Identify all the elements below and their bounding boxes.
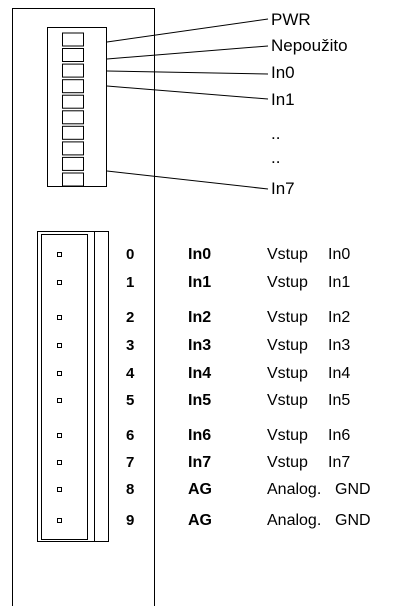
signal-description-suffix: In0 (328, 246, 350, 263)
pin-row: 0 In0 Vstup In0 (126, 246, 350, 263)
pin-row: 3 In3 Vstup In3 (126, 337, 350, 354)
signal-description: Vstup (267, 427, 308, 444)
signal-description-suffix: In1 (328, 274, 350, 291)
led-housing (47, 27, 107, 187)
signal-description-suffix: In2 (328, 309, 350, 326)
signal-name: In1 (188, 274, 211, 291)
pin-hole (57, 343, 62, 348)
led-indicator (62, 79, 84, 94)
pin-hole (57, 371, 62, 376)
signal-name: AG (188, 481, 212, 498)
signal-description: Analog. (267, 512, 321, 529)
signal-name: In3 (188, 337, 211, 354)
pin-row: 5 In5 Vstup In5 (126, 392, 350, 409)
pin-hole (57, 518, 62, 523)
signal-description-suffix: In5 (328, 392, 350, 409)
signal-description: Vstup (267, 274, 308, 291)
signal-description: Vstup (267, 392, 308, 409)
led-label-dots-1: .. (271, 124, 280, 143)
led-block (47, 27, 107, 187)
pin-number: 0 (126, 246, 134, 263)
pin-number: 1 (126, 274, 134, 291)
signal-description: Vstup (267, 246, 308, 263)
signal-description-suffix: GND (335, 481, 371, 498)
module-body (12, 8, 155, 606)
signal-name: In5 (188, 392, 211, 409)
pin-number: 5 (126, 392, 134, 409)
signal-description-suffix: GND (335, 512, 371, 529)
pin-hole (57, 433, 62, 438)
signal-description-suffix: In6 (328, 427, 350, 444)
leader-line-unused (106, 45, 269, 60)
pin-number: 3 (126, 337, 134, 354)
led-indicator (62, 63, 84, 78)
pin-row: 7 In7 Vstup In7 (126, 454, 350, 471)
pin-hole-group (57, 252, 62, 523)
signal-description-suffix: In3 (328, 337, 350, 354)
led-indicator (62, 48, 84, 62)
signal-name: In4 (188, 365, 211, 382)
led-indicator (62, 94, 84, 109)
signal-description: Vstup (267, 454, 308, 471)
signal-description-suffix: In7 (328, 454, 350, 471)
leader-line-in7 (106, 170, 269, 190)
led-label-unused: Nepoužito (271, 36, 348, 55)
pin-number: 6 (126, 427, 134, 444)
pin-hole (57, 315, 62, 320)
pin-row: 2 In2 Vstup In2 (126, 309, 350, 326)
led-indicator (62, 156, 84, 171)
led-label-pwr: PWR (271, 10, 311, 29)
pin-hole (57, 487, 62, 492)
signal-name: In0 (188, 246, 211, 263)
led-indicator (62, 32, 84, 47)
led-indicator (62, 110, 84, 125)
pin-row: 8 AG Analog. GND (126, 481, 371, 498)
pin-row: 9 AG Analog. GND (126, 512, 371, 529)
signal-description: Vstup (267, 337, 308, 354)
signal-name: In2 (188, 309, 211, 326)
leader-lines (106, 18, 269, 190)
connector-housing (37, 231, 109, 542)
pin-hole (57, 460, 62, 465)
leader-line-in1 (106, 85, 269, 100)
leader-line-in0 (106, 70, 269, 75)
leader-line-pwr (106, 18, 269, 43)
signal-description: Vstup (267, 365, 308, 382)
signal-description-suffix: In4 (328, 365, 350, 382)
led-label-in7: In7 (271, 179, 295, 198)
pin-hole (57, 252, 62, 257)
pin-number: 9 (126, 512, 134, 529)
pin-number: 8 (126, 481, 134, 498)
signal-name: In6 (188, 427, 211, 444)
connector-inner-frame (41, 234, 88, 540)
pin-hole (57, 280, 62, 285)
pin-row: 4 In4 Vstup In4 (126, 365, 350, 382)
pin-row: 1 In1 Vstup In1 (126, 274, 350, 291)
pin-hole (57, 398, 62, 403)
pin-number: 7 (126, 454, 134, 471)
pin-number: 4 (126, 365, 135, 382)
signal-name: In7 (188, 454, 211, 471)
signal-description: Vstup (267, 309, 308, 326)
pin-row: 6 In6 Vstup In6 (126, 427, 350, 444)
terminal-connector (37, 231, 109, 542)
signal-description: Analog. (267, 481, 321, 498)
pin-number: 2 (126, 309, 134, 326)
led-label-in1: In1 (271, 90, 295, 109)
led-label-dots-2: .. (271, 148, 280, 167)
signal-name: AG (188, 512, 212, 529)
led-bar-group (62, 32, 84, 187)
led-indicator (62, 125, 84, 140)
led-label-in0: In0 (271, 63, 295, 82)
led-indicator (62, 172, 84, 187)
led-indicator (62, 141, 84, 156)
